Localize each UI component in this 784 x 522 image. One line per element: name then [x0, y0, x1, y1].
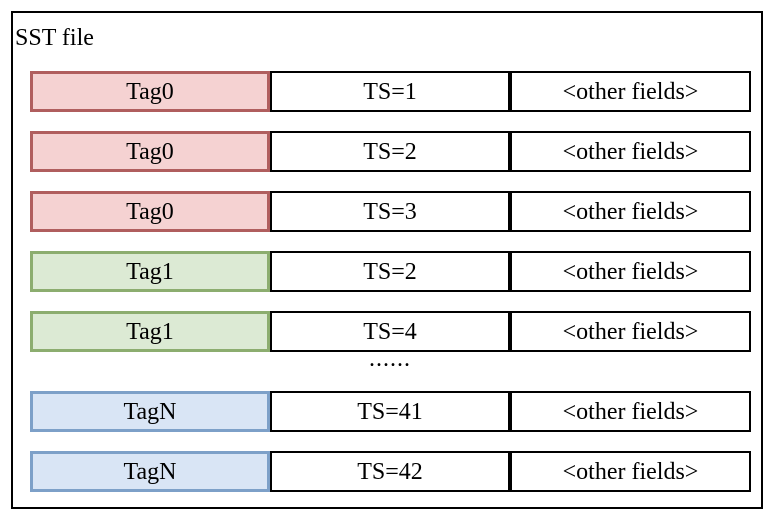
record-row-2: Tag0 TS=3 <other fields> — [30, 191, 751, 232]
other-fields-cell: <other fields> — [510, 311, 751, 352]
tag-cell: TagN — [30, 451, 270, 492]
timestamp-cell: TS=4 — [270, 311, 510, 352]
other-fields-cell: <other fields> — [510, 391, 751, 432]
tag-cell: Tag0 — [30, 71, 270, 112]
record-row-3: Tag1 TS=2 <other fields> — [30, 251, 751, 292]
rows-ellipsis: ...... — [369, 346, 411, 372]
other-fields-cell: <other fields> — [510, 251, 751, 292]
timestamp-cell: TS=41 — [270, 391, 510, 432]
timestamp-cell: TS=3 — [270, 191, 510, 232]
record-row-5: TagN TS=41 <other fields> — [30, 391, 751, 432]
other-fields-cell: <other fields> — [510, 191, 751, 232]
record-row-0: Tag0 TS=1 <other fields> — [30, 71, 751, 112]
other-fields-cell: <other fields> — [510, 131, 751, 172]
record-row-6: TagN TS=42 <other fields> — [30, 451, 751, 492]
other-fields-cell: <other fields> — [510, 71, 751, 112]
record-row-4: Tag1 TS=4 <other fields> — [30, 311, 751, 352]
tag-cell: Tag0 — [30, 191, 270, 232]
timestamp-cell: TS=42 — [270, 451, 510, 492]
tag-cell: Tag1 — [30, 251, 270, 292]
other-fields-cell: <other fields> — [510, 451, 751, 492]
timestamp-cell: TS=1 — [270, 71, 510, 112]
tag-cell: TagN — [30, 391, 270, 432]
tag-cell: Tag0 — [30, 131, 270, 172]
record-row-1: Tag0 TS=2 <other fields> — [30, 131, 751, 172]
tag-cell: Tag1 — [30, 311, 270, 352]
timestamp-cell: TS=2 — [270, 251, 510, 292]
diagram-title: SST file — [15, 25, 94, 51]
sst-file-frame: SST file Tag0 TS=1 <other fields> Tag0 T… — [11, 11, 763, 509]
timestamp-cell: TS=2 — [270, 131, 510, 172]
